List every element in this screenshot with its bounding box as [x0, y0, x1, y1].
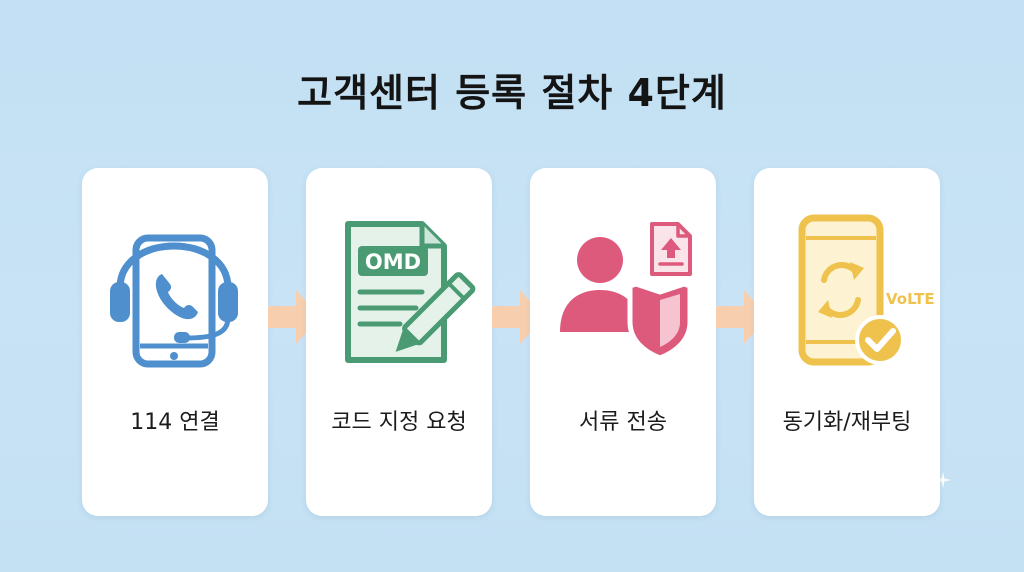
step-card-3: 서류 전송: [530, 168, 716, 516]
step-card-2: OMD 코드 지정 요청: [306, 168, 492, 516]
step-label-4: 동기화/재부팅: [782, 410, 912, 435]
step-label-3: 서류 전송: [579, 410, 667, 435]
phone-sync-check-icon: VoLTE: [798, 214, 935, 366]
page-title: 고객센터 등록 절차 4단계: [297, 71, 727, 115]
step-card-1: 114 연결: [82, 168, 268, 516]
sparkle-icon: [935, 472, 951, 488]
step-label-1: 114 연결: [130, 410, 220, 435]
document-pen-icon: OMD: [345, 221, 476, 363]
step-card-4: VoLTE 동기화/재부팅: [754, 168, 940, 516]
phone-headset-icon: [110, 234, 238, 368]
user-shield-upload-icon: [560, 222, 693, 361]
omd-badge-text: OMD: [365, 250, 421, 274]
step-label-2: 코드 지정 요청: [331, 410, 467, 435]
volte-badge-text: VoLTE: [886, 290, 935, 308]
